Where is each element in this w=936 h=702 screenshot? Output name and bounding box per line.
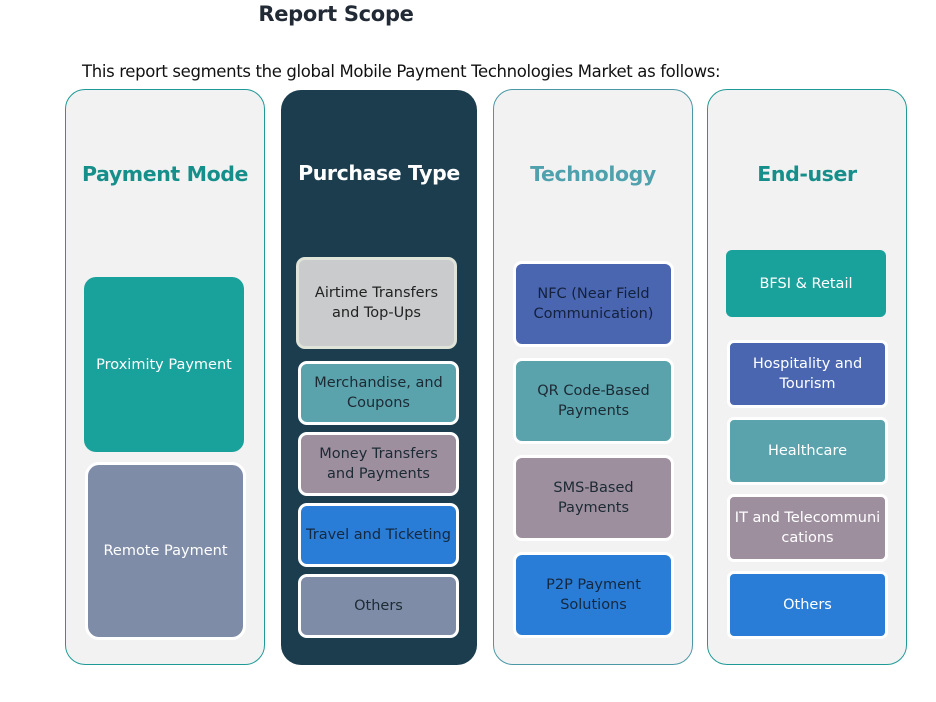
segment-item-label: Remote Payment: [103, 543, 228, 559]
segment-item: NFC (Near Field Communication): [513, 261, 674, 347]
segment-item: Airtime Transfers and Top-Ups: [296, 257, 457, 349]
segment-column-end-user: End-user BFSI & Retail Hospitality and T…: [707, 89, 907, 665]
segment-item: Proximity Payment: [84, 277, 244, 452]
segment-item: Others: [298, 574, 459, 638]
segment-column-payment-mode: Payment Mode Proximity Payment Remote Pa…: [65, 89, 265, 665]
segment-item: IT and Telecommunications: [727, 494, 888, 562]
segment-item-label: Merchandise, and Coupons: [314, 375, 443, 411]
page-title: Report Scope: [258, 2, 414, 26]
segment-item-label: P2P Payment Solutions: [546, 577, 641, 613]
segment-item-label: QR Code-Based Payments: [537, 383, 650, 419]
segment-item-label: Others: [354, 598, 403, 614]
segment-item: Travel and Ticketing: [298, 503, 459, 567]
segment-item: Healthcare: [727, 417, 888, 485]
segment-item: Remote Payment: [85, 462, 246, 640]
segment-item-label: Hospitality and Tourism: [752, 356, 863, 392]
segment-item-label: Proximity Payment: [96, 356, 232, 373]
segment-heading: Payment Mode: [81, 162, 249, 186]
segment-heading: Purchase Type: [298, 161, 460, 185]
segment-item-label: Healthcare: [767, 443, 848, 459]
segment-heading: End-user: [757, 162, 857, 186]
segment-heading: Technology: [530, 162, 656, 186]
segment-item-label: BFSI & Retail: [759, 275, 853, 292]
segment-item-label: Travel and Ticketing: [306, 527, 451, 543]
segment-item-label: IT and Telecommunications: [734, 510, 881, 546]
segment-column-purchase-type: Purchase Type Airtime Transfers and Top-…: [281, 90, 477, 665]
segment-item: SMS-Based Payments: [513, 455, 674, 541]
segment-item: Merchandise, and Coupons: [298, 361, 459, 425]
segment-item: Money Transfers and Payments: [298, 432, 459, 496]
segment-item-label: SMS-Based Payments: [553, 480, 634, 516]
segment-item-label: Airtime Transfers and Top-Ups: [314, 285, 439, 321]
segment-item: P2P Payment Solutions: [513, 552, 674, 638]
segment-column-technology: Technology NFC (Near Field Communication…: [493, 89, 693, 665]
segment-item-label: NFC (Near Field Communication): [533, 286, 654, 322]
segment-item: Hospitality and Tourism: [727, 340, 888, 408]
segment-item: Others: [727, 571, 888, 639]
segment-item-label: Others: [783, 597, 832, 613]
segment-item: QR Code-Based Payments: [513, 358, 674, 444]
segment-item-label: Money Transfers and Payments: [319, 446, 438, 482]
report-description: This report segments the global Mobile P…: [82, 62, 721, 81]
segment-item: BFSI & Retail: [726, 250, 886, 317]
